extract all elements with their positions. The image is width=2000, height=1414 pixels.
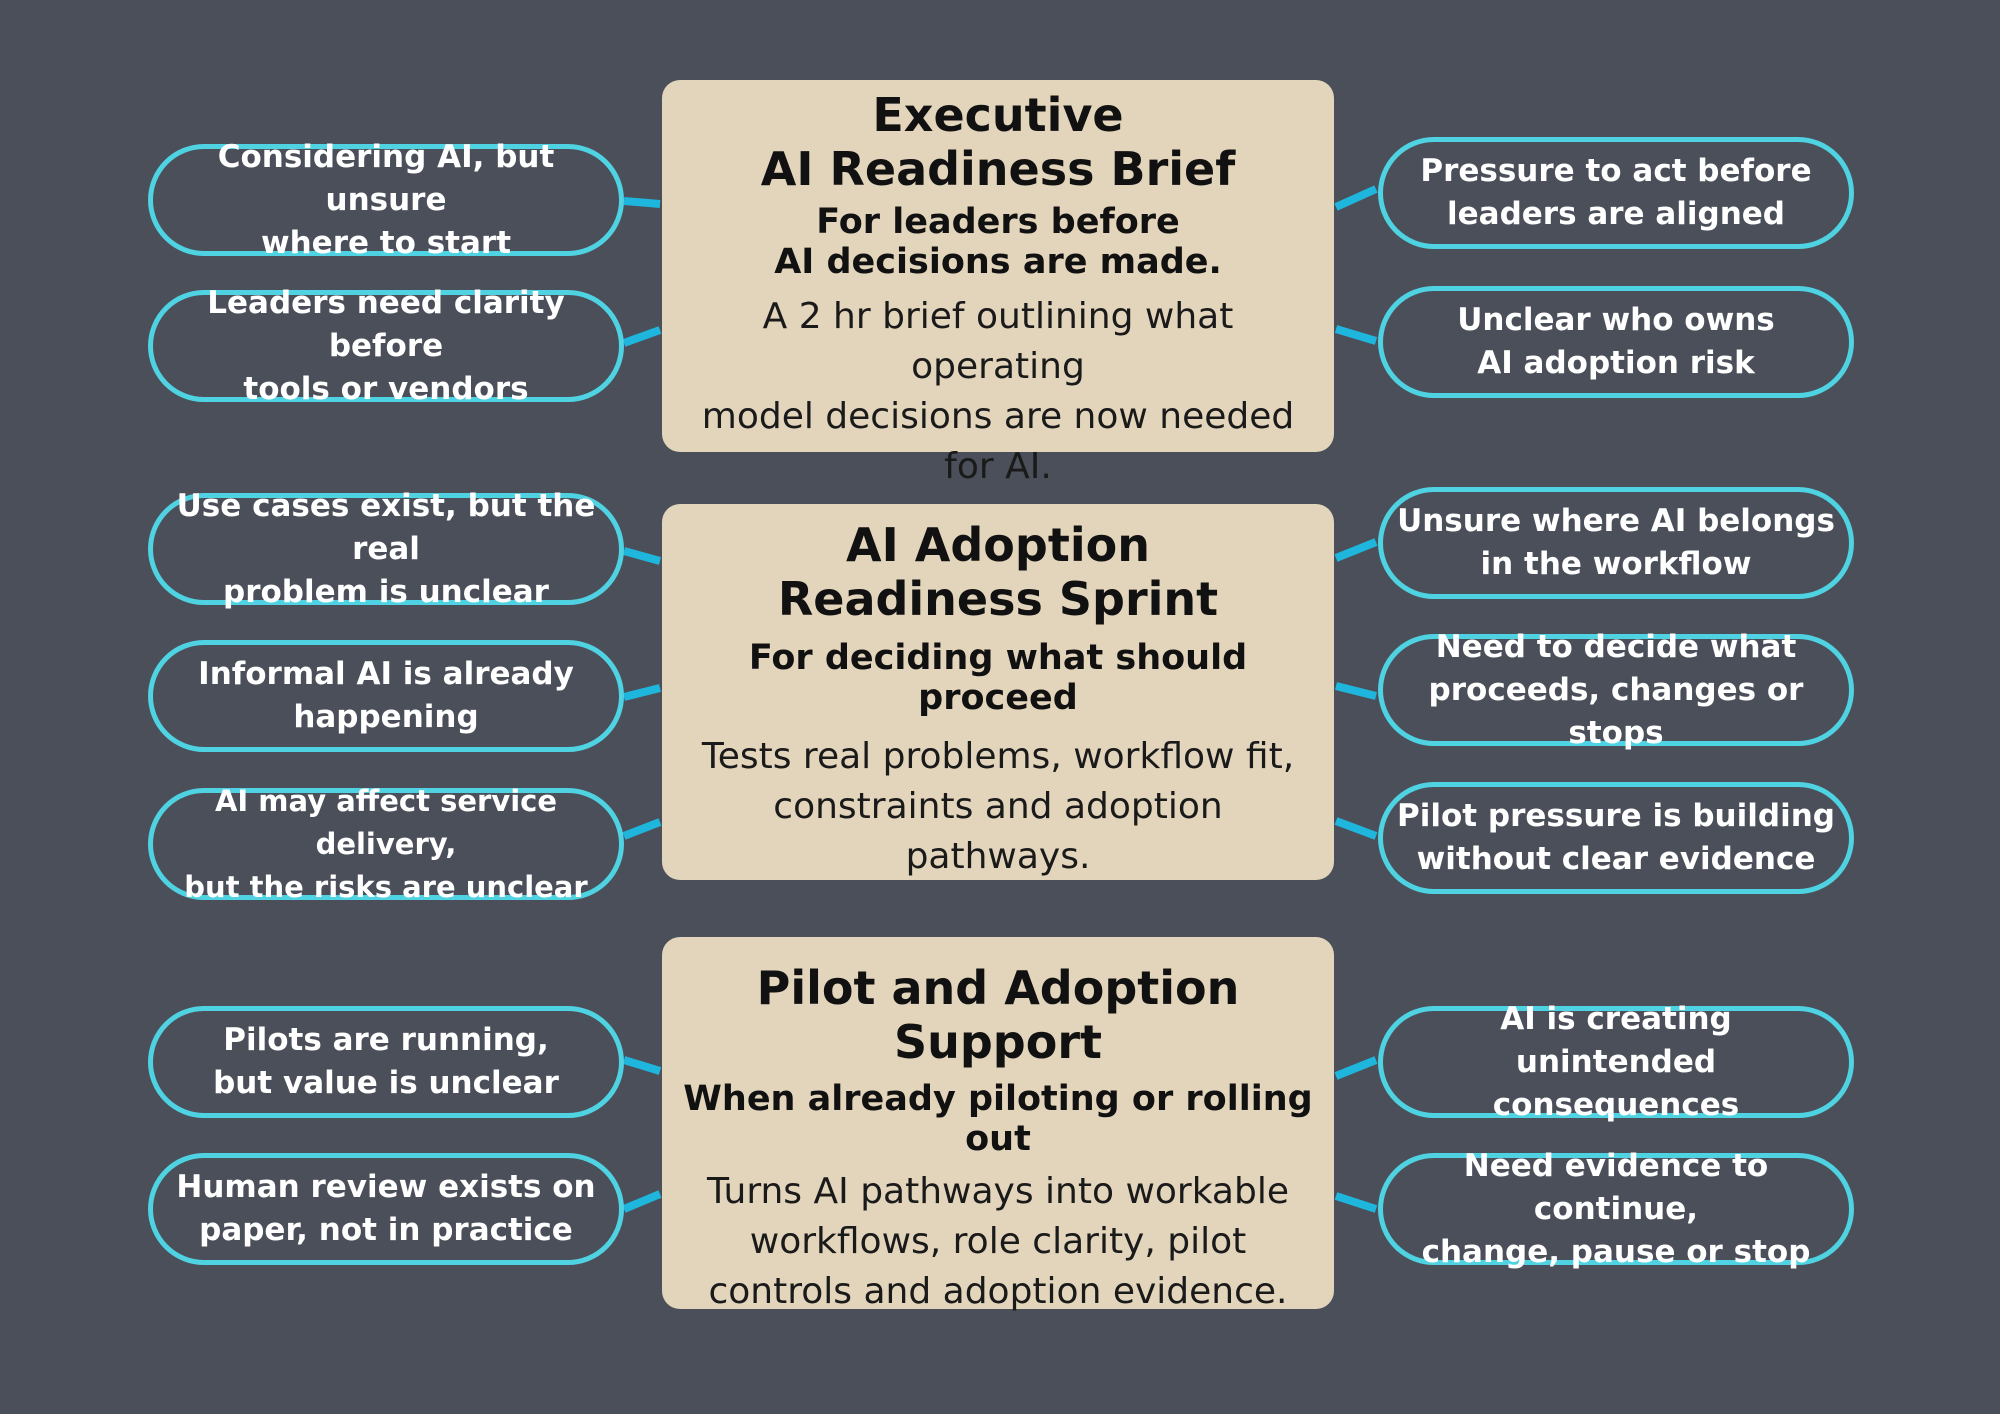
connector-line (623, 684, 661, 701)
left-pill: Use cases exist, but the real problem is… (148, 488, 624, 610)
card-executive-ai-readiness-brief: Executive AI Readiness Brief For leaders… (662, 80, 1334, 487)
right-pill: Unclear who owns AI adoption risk (1378, 286, 1854, 398)
connector-line (1334, 1192, 1378, 1213)
left-pill: Informal AI is already happening (148, 640, 624, 752)
card-description: Tests real problems, workflow fit, const… (701, 736, 1295, 877)
left-pill: Human review exists on paper, not in pra… (148, 1153, 624, 1265)
connector-line (622, 1056, 662, 1075)
card-title: AI Adoption Readiness Sprint (777, 518, 1219, 626)
right-pill: Pilot pressure is building without clear… (1378, 782, 1854, 894)
connector-line (1334, 185, 1378, 211)
left-pill: Considering AI, but unsure where to star… (148, 139, 624, 261)
connector-line (1334, 538, 1378, 562)
card-title: Executive AI Readiness Brief (760, 88, 1236, 196)
connector-line (1335, 682, 1377, 700)
right-pill: AI is creating unintended consequences (1378, 1001, 1854, 1123)
left-pill: Leaders need clarity before tools or ven… (148, 285, 624, 407)
left-pill: AI may affect service delivery, but the … (148, 784, 624, 904)
connector-line (622, 547, 662, 565)
right-pill: Pressure to act before leaders are align… (1378, 137, 1854, 249)
card-subtitle: For deciding what should proceed (748, 638, 1248, 718)
right-pill: Need evidence to continue, change, pause… (1378, 1148, 1854, 1270)
connector-line (623, 197, 661, 208)
card-ai-adoption-readiness-sprint: AI Adoption Readiness Sprint For decidin… (662, 504, 1334, 880)
connector-line (622, 818, 662, 840)
card-description: Turns AI pathways into workable workflow… (706, 1171, 1289, 1312)
card-subtitle: When already piloting or rolling out (683, 1079, 1313, 1159)
right-pill: Need to decide what proceeds, changes or… (1378, 629, 1854, 751)
card-title: Pilot and Adoption Support (756, 961, 1240, 1069)
card-pilot-and-adoption-support: Pilot and Adoption Support When already … (662, 937, 1334, 1312)
connector-line (1334, 817, 1378, 840)
connector-line (1334, 325, 1378, 345)
right-pill: Unsure where AI belongs in the workflow (1378, 487, 1854, 599)
card-subtitle: For leaders before AI decisions are made… (774, 202, 1222, 282)
connector-line (1334, 1056, 1378, 1080)
connector-line (622, 1190, 662, 1213)
left-pill: Pilots are running, but value is unclear (148, 1006, 624, 1118)
card-description: A 2 hr brief outlining what operating mo… (701, 296, 1295, 487)
connector-line (622, 326, 662, 347)
